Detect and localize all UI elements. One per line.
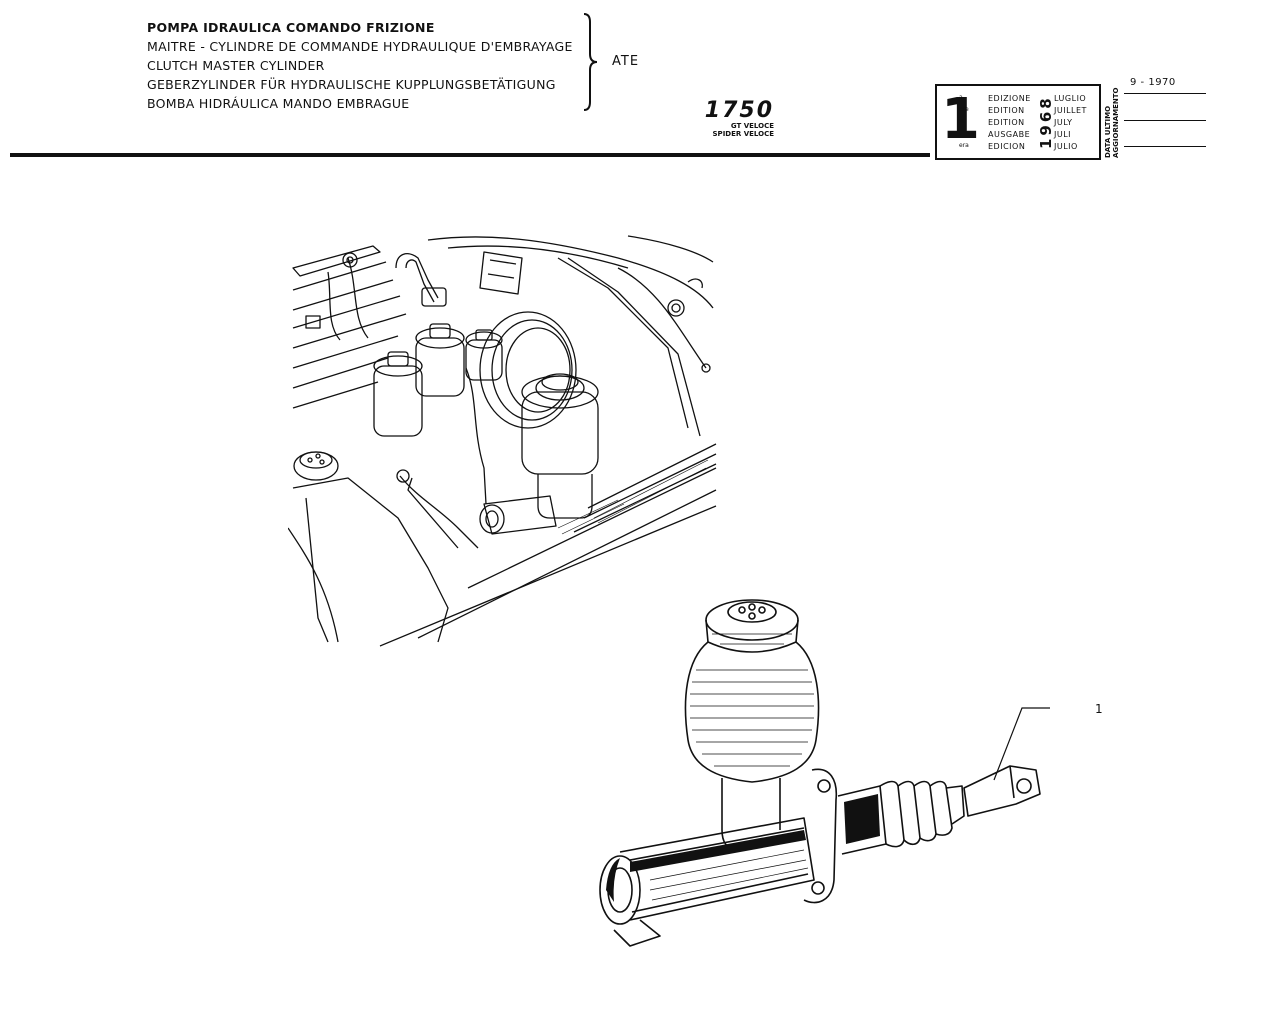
- title-block: POMPA IDRAULICA COMANDO FRIZIONE MAITRE …: [147, 18, 592, 113]
- curly-brace: [583, 13, 598, 111]
- edition-label: EDITION: [988, 106, 1025, 115]
- title-german: GEBERZYLINDER FÜR HYDRAULISCHE KUPPLUNGS…: [147, 77, 556, 92]
- model-variant-spider: SPIDER VELOCE: [712, 130, 774, 138]
- edition-suffix: era: [959, 142, 969, 149]
- edition-label: EDIZIONE: [988, 94, 1031, 103]
- edition-months: LUGLIO JUILLET JULY JULI JULIO: [1054, 93, 1087, 153]
- edition-label: EDITION: [988, 118, 1025, 127]
- edition-month: JUILLET: [1054, 106, 1087, 115]
- edition-suffix: a: [959, 94, 963, 101]
- clutch-master-cylinder-illustration: [599, 599, 1050, 947]
- title-english: CLUTCH MASTER CYLINDER: [147, 58, 325, 73]
- edition-year: 1968: [1037, 95, 1055, 149]
- model-number: 1750: [704, 98, 774, 123]
- update-line: [1124, 93, 1206, 94]
- manufacturer-label: ATE: [612, 54, 640, 69]
- update-label: DATA ULTIMO AGGIORNAMENTO: [1104, 82, 1120, 158]
- edition-suffix: .: [959, 130, 961, 137]
- update-label-line: AGGIORNAMENTO: [1112, 87, 1120, 158]
- title-french: MAITRE - CYLINDRE DE COMMANDE HYDRAULIQU…: [147, 39, 573, 54]
- edition-label: AUSGABE: [988, 130, 1031, 139]
- engine-bay-illustration: [288, 235, 717, 647]
- update-date: 9 - 1970: [1130, 77, 1176, 88]
- model-badge: 1750 GT VELOCE SPIDER VELOCE: [690, 98, 774, 139]
- edition-suffix: st: [959, 118, 965, 125]
- edition-month: JULIO: [1054, 142, 1078, 151]
- header-rule: [10, 153, 930, 157]
- update-label-line: DATA ULTIMO: [1104, 105, 1112, 158]
- edition-labels: EDIZIONE EDITION EDITION AUSGABE EDICION: [988, 93, 1031, 153]
- callout-number: 1: [1095, 702, 1103, 716]
- edition-month: JULI: [1054, 130, 1072, 139]
- edition-month: LUGLIO: [1054, 94, 1087, 103]
- edition-month: JULY: [1054, 118, 1073, 127]
- edition-label: EDICION: [988, 142, 1026, 151]
- model-variant-gt: GT VELOCE: [730, 122, 774, 130]
- edition-number: 1: [941, 87, 980, 152]
- update-line: [1124, 120, 1206, 121]
- edition-box: [935, 84, 1101, 160]
- edition-suffix: ere: [959, 106, 969, 113]
- update-line: [1124, 146, 1206, 147]
- title-italian: POMPA IDRAULICA COMANDO FRIZIONE: [147, 20, 435, 35]
- title-spanish: BOMBA HIDRÁULICA MANDO EMBRAGUE: [147, 96, 410, 111]
